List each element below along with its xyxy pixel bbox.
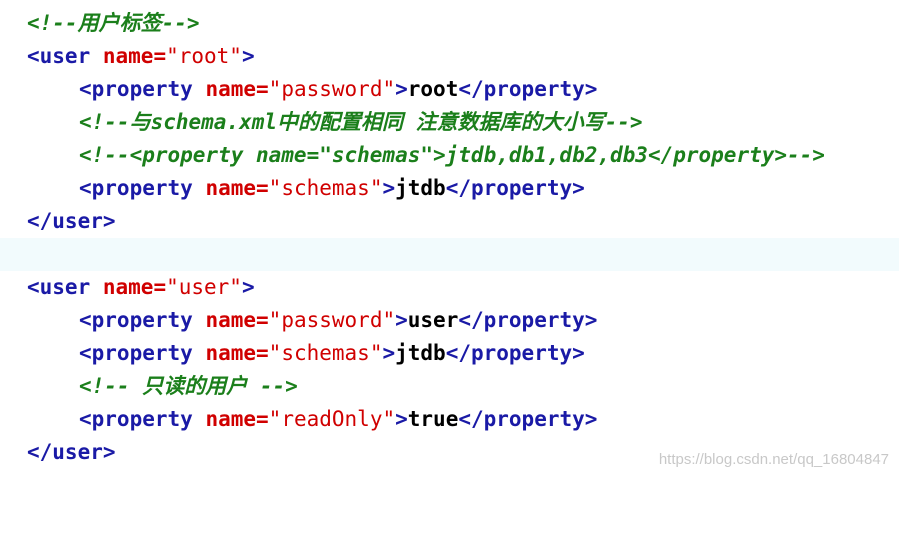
xml-comment: <!--与schema.xml中的配置相同 注意数据库的大小写-->	[79, 110, 643, 134]
xml-tag-close: >	[382, 341, 396, 365]
xml-tag-close: >	[241, 275, 255, 299]
xml-attribute: name=	[102, 275, 167, 299]
xml-attribute-value: "password"	[268, 308, 396, 332]
xml-tag: <property	[79, 308, 193, 332]
code-line: <property name="schemas">jtdb</property>	[0, 337, 899, 370]
xml-tag-close: >	[395, 77, 408, 101]
code-line: <!-- 只读的用户 -->	[0, 370, 899, 403]
code-line: <user name="user">	[0, 271, 899, 304]
xml-attribute: name=	[102, 44, 167, 68]
xml-attribute-value: "readOnly"	[268, 407, 396, 431]
xml-attribute-value: "schemas"	[268, 176, 383, 200]
code-line: <!--与schema.xml中的配置相同 注意数据库的大小写-->	[0, 106, 899, 139]
xml-tag: <property	[79, 176, 193, 200]
xml-tag-close: >	[395, 308, 408, 332]
code-line: <user name="root">	[0, 40, 899, 73]
xml-attribute: name=	[205, 308, 269, 332]
code-line: </user>	[0, 205, 899, 238]
xml-end-tag: </user>	[27, 440, 116, 464]
xml-tag-close: >	[382, 176, 396, 200]
xml-end-tag: </user>	[27, 209, 116, 233]
code-line: </user>	[0, 436, 899, 469]
xml-end-tag: </property>	[445, 176, 585, 200]
xml-end-tag: </property>	[445, 341, 585, 365]
xml-text: jtdb	[395, 176, 446, 200]
xml-tag-close: >	[395, 407, 408, 431]
xml-text: user	[407, 308, 459, 332]
xml-text: jtdb	[395, 341, 446, 365]
xml-tag: <user	[27, 44, 91, 68]
xml-attribute: name=	[205, 77, 269, 101]
xml-attribute: name=	[205, 176, 269, 200]
xml-text: root	[407, 77, 459, 101]
code-line: <!--<property name="schemas">jtdb,db1,db…	[0, 139, 899, 172]
watermark: https://blog.csdn.net/qq_16804847	[658, 451, 889, 468]
xml-comment: <!--用户标签-->	[27, 11, 200, 35]
xml-attribute-value: "schemas"	[268, 341, 383, 365]
xml-text: true	[407, 407, 459, 431]
code-line: <property name="readOnly">true</property…	[0, 403, 899, 436]
xml-attribute-value: "password"	[268, 77, 396, 101]
code-editor[interactable]: <!--用户标签--> <user name="root"> <property…	[0, 0, 899, 478]
xml-tag: <user	[27, 275, 91, 299]
xml-tag: <property	[79, 341, 193, 365]
xml-end-tag: </property>	[458, 407, 598, 431]
xml-attribute-value: "root"	[166, 44, 242, 68]
xml-attribute: name=	[205, 341, 269, 365]
xml-attribute-value: "user"	[166, 275, 242, 299]
xml-tag-close: >	[241, 44, 255, 68]
xml-comment: <!--<property name="schemas">jtdb,db1,db…	[79, 143, 825, 167]
code-line: <property name="password">user</property…	[0, 304, 899, 337]
xml-tag: <property	[79, 77, 193, 101]
current-line-highlight[interactable]	[0, 238, 899, 271]
xml-end-tag: </property>	[458, 308, 598, 332]
code-line: <property name="password">root</property…	[0, 73, 899, 106]
code-line: <property name="schemas">jtdb</property>	[0, 172, 899, 205]
xml-comment: <!-- 只读的用户 -->	[79, 374, 298, 398]
xml-attribute: name=	[205, 407, 269, 431]
code-line: <!--用户标签-->	[0, 7, 899, 40]
xml-tag: <property	[79, 407, 193, 431]
xml-end-tag: </property>	[458, 77, 598, 101]
